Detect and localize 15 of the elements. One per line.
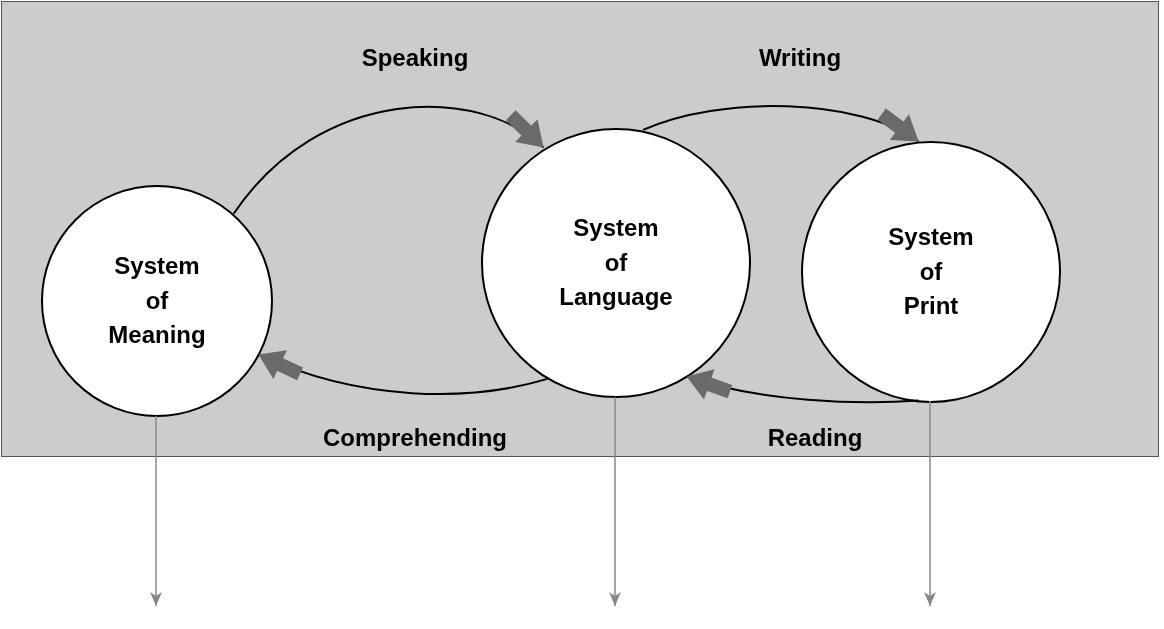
circle-label: System of Print: [887, 221, 975, 322]
edge-label: Comprehending: [323, 424, 507, 452]
pointer-arrow: [150, 415, 162, 607]
edge-label: Writing: [758, 44, 842, 72]
circle-label: System of Language: [558, 212, 674, 313]
curved-arrow: [232, 105, 545, 215]
curved-arrow: [257, 349, 549, 395]
curved-arrow: [685, 368, 920, 404]
pointer-arrow: [609, 396, 621, 607]
edge-label: Reading: [767, 424, 863, 452]
curved-arrow: [642, 105, 920, 143]
pointer-arrow: [924, 400, 936, 607]
circle-label: System of Meaning: [107, 250, 207, 351]
background-panel: [1, 1, 1159, 457]
edge-label: Speaking: [361, 44, 469, 72]
